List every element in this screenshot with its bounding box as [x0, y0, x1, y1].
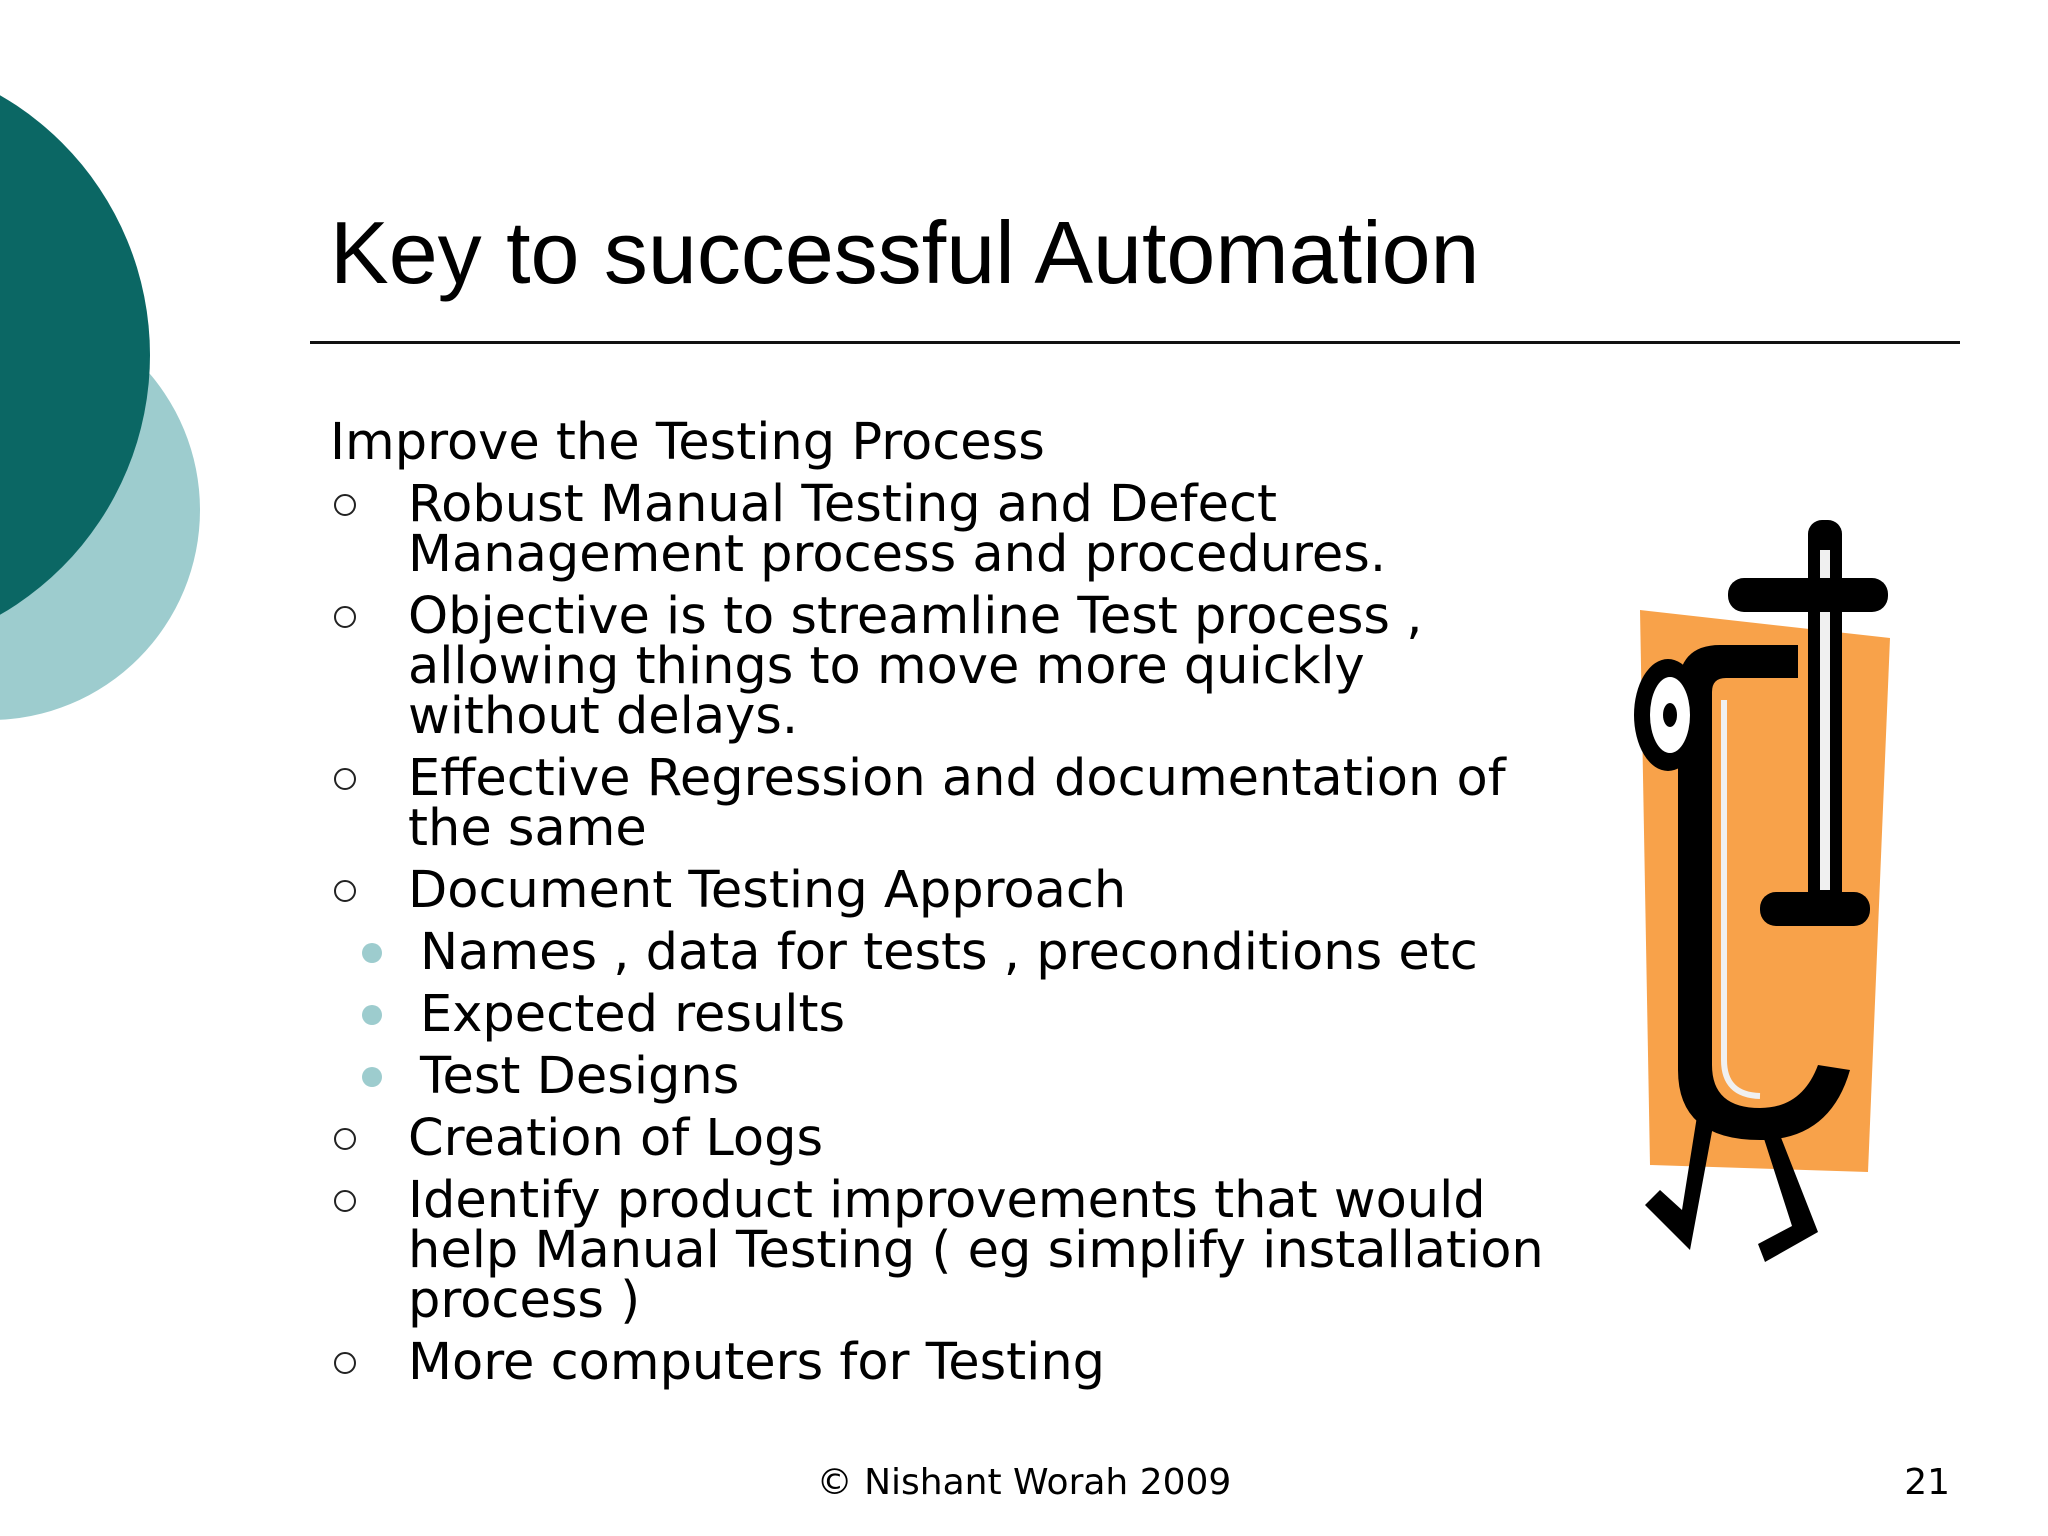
character-eye-pupil	[1663, 703, 1677, 727]
dark-teal-circle	[0, 95, 150, 615]
bullet-item: Robust Manual Testing and Defect Managem…	[330, 479, 1560, 580]
teal-circles-decoration	[0, 95, 200, 720]
clamp-top-handle	[1728, 578, 1888, 612]
bullet-item: More computers for Testing	[330, 1337, 1560, 1388]
clamp-body-highlight	[1721, 700, 1761, 1099]
sub-bullet-item: Expected results	[330, 989, 1560, 1040]
bullet-item: Identify product improvements that would…	[330, 1175, 1560, 1326]
clamp-bottom-handle	[1760, 892, 1870, 926]
bullet-item: Effective Regression and documentation o…	[330, 753, 1560, 854]
clamp-character-clipart	[1634, 520, 1890, 1262]
sub-bullet-item: Names , data for tests , preconditions e…	[330, 927, 1560, 978]
bullet-list: Robust Manual Testing and Defect Managem…	[330, 479, 1560, 1388]
page-number: 21	[1904, 1462, 1950, 1503]
character-right-leg	[1758, 1120, 1818, 1262]
slide-title: Key to successful Automation	[330, 203, 1480, 302]
sub-bullet-item: Test Designs	[330, 1051, 1560, 1102]
clamp-screw-highlight	[1820, 550, 1830, 890]
character-left-leg	[1645, 1110, 1716, 1250]
sub-bullet-list: Names , data for tests , preconditions e…	[362, 927, 1560, 1102]
bullet-item: Objective is to streamline Test process …	[330, 591, 1560, 742]
footer-copyright: © Nishant Worah 2009	[816, 1462, 1232, 1503]
bullet-item-text: Document Testing Approach	[408, 861, 1127, 920]
bullet-item-with-subitems: Document Testing Approach Names , data f…	[330, 865, 1560, 1102]
title-divider	[310, 341, 1960, 344]
slide-body: Improve the Testing Process Robust Manua…	[330, 413, 1560, 1400]
bullet-item: Creation of Logs	[330, 1113, 1560, 1164]
lead-text: Improve the Testing Process	[330, 413, 1045, 472]
